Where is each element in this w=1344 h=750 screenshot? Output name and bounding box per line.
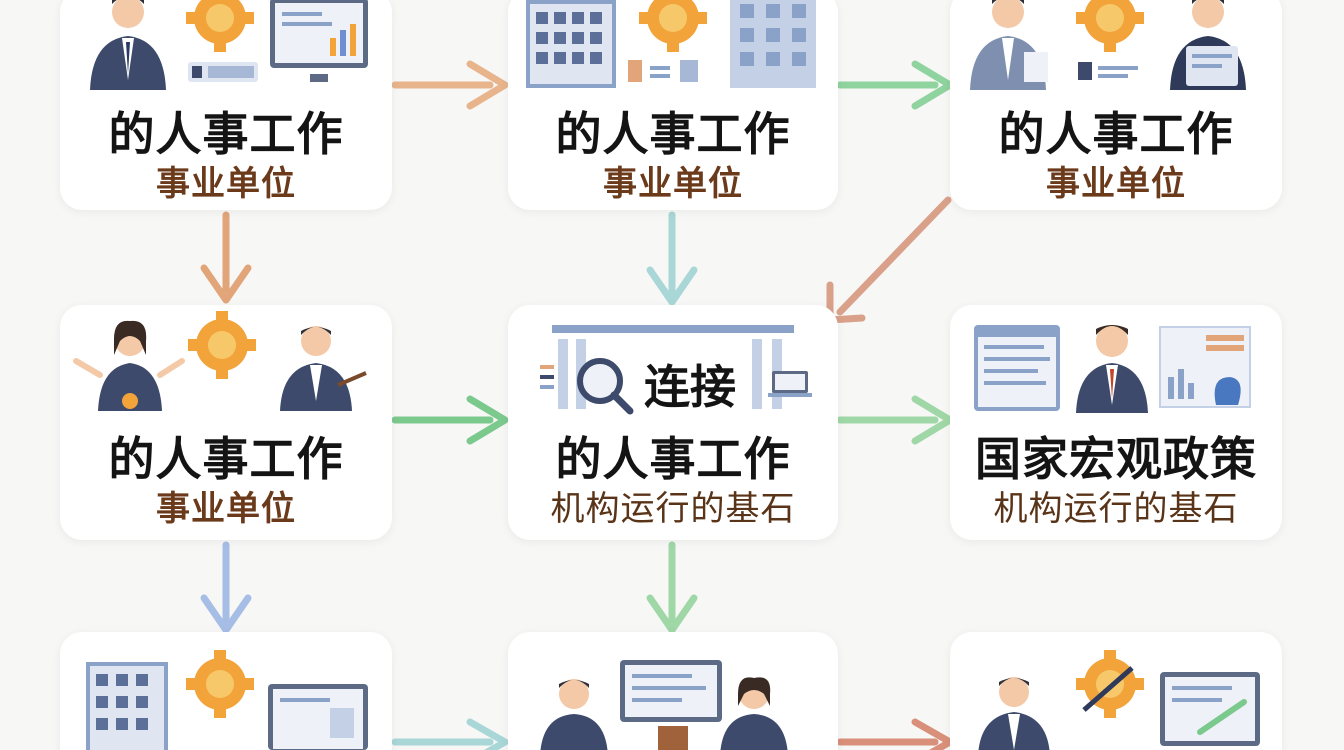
staff-illustration [970,0,1246,90]
businessman-icon [1076,325,1148,413]
card-subtitle: 机构运行的基石 [993,489,1239,529]
arrow-r1c2-to-r1c3 [836,60,954,110]
laptop-icon [768,371,812,397]
card-r1c2: 的人事工作 事业单位 [508,0,838,210]
businessman-icon [90,0,166,90]
search-icon [577,358,634,415]
monitor-chart-icon [270,0,368,82]
team-illustration [73,311,367,411]
man-presenter-icon [280,326,367,411]
businessman-icon [970,0,1048,90]
card-r1c3: 的人事工作 事业单位 [950,0,1282,210]
card-r2c1: 的人事工作 事业单位 [60,305,392,540]
businesswoman-icon [720,677,788,750]
document-icon [628,60,698,82]
arrow-r3c1-to-r3c2 [391,718,509,750]
gear-icon [186,650,254,718]
office-building-icon [86,662,168,750]
card-subtitle: 事业单位 [156,164,296,204]
card-title: 的人事工作 [555,107,791,161]
card-r2c3: 国家宏观政策 机构运行的基石 [950,305,1282,540]
card-subtitle: 机构运行的基石 [550,489,796,529]
businessman-icon [540,679,608,750]
document-panel-icon [974,325,1060,411]
monitor-icon [268,684,368,750]
office-illustration [526,0,816,88]
arrow-r3c2-to-r3c3 [836,718,954,750]
arrow-r2c1-down [200,541,252,634]
monitor-icon [1160,672,1260,746]
worker-illustration [978,650,1260,750]
gear-icon [639,0,707,52]
card-subtitle: 事业单位 [1046,164,1186,204]
gear-icon [1076,0,1144,52]
presentation-screen-icon [620,660,722,722]
card-title: 的人事工作 [555,432,791,486]
list-icon [540,365,554,389]
hr-illustration [90,0,368,90]
arrow-r1c1-down [200,211,252,304]
card-title: 的人事工作 [998,107,1234,161]
arrow-r2c2-down [646,541,698,634]
card-title: 国家宏观政策 [975,432,1257,486]
card-title: 的人事工作 [108,432,344,486]
list-icon [1078,62,1138,80]
card-r3c3 [950,632,1282,750]
meeting-illustration [540,660,788,750]
card-subtitle: 事业单位 [603,164,743,204]
gear-icon [186,0,254,52]
arrow-r2c2-to-r2c3 [836,395,954,445]
card-r2c2: 连接 的人事工作 机构运行的基石 [508,305,838,540]
tower-building-icon [730,0,816,88]
gear-icon [1076,650,1144,718]
card-r3c2 [508,632,838,750]
connect-illustration [540,325,812,415]
card-r3c1 [60,632,392,750]
arrow-r1c2-down [646,211,698,306]
card-subtitle: 事业单位 [156,489,296,529]
businessman-icon [978,677,1050,750]
gear-icon [188,311,256,379]
arrow-r1c1-to-r1c2 [391,60,509,110]
report-icon [1159,326,1251,408]
office-building-icon [526,0,616,88]
building-illustration [86,650,368,750]
card-title: 的人事工作 [108,107,344,161]
woman-presenter-icon [73,320,185,411]
card-r1c1: 的人事工作 事业单位 [60,0,392,210]
calendar-icon [188,62,258,82]
connect-keyword: 连接 [644,360,736,414]
businesswoman-icon [1170,0,1246,90]
arrow-r1c3-to-r2c2 [826,196,952,324]
podium-icon [658,726,688,750]
policy-illustration [974,325,1251,413]
arrow-r2c1-to-r2c2 [391,395,509,445]
